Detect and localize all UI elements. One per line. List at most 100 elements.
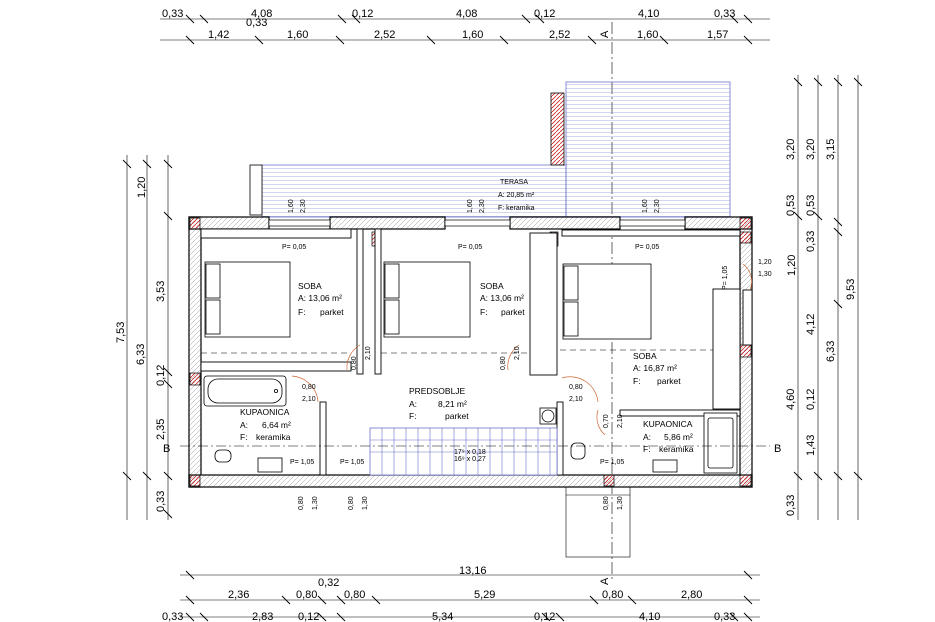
svg-text:0,12: 0,12 <box>298 611 319 622</box>
svg-text:parket: parket <box>320 307 344 317</box>
staircase: 17⁹ x 0,18 16⁹ x 0,27 <box>369 427 558 476</box>
right-dimension-texts: 3,20 0,53 4,60 0,33 1,20 3,20 0,53 0,33 … <box>785 139 857 516</box>
svg-text:1,57: 1,57 <box>707 29 728 41</box>
terrace: TERASA A: 20,85 m² F: keramika <box>249 81 731 218</box>
svg-text:0,33: 0,33 <box>162 8 183 20</box>
svg-text:1,20: 1,20 <box>786 255 798 276</box>
svg-text:F:: F: <box>633 376 641 386</box>
svg-text:KUPAONICA: KUPAONICA <box>240 407 290 417</box>
svg-text:0,80: 0,80 <box>344 589 365 601</box>
svg-text:5,86 m²: 5,86 m² <box>664 432 693 442</box>
svg-text:SOBA: SOBA <box>298 281 322 291</box>
svg-text:0,80: 0,80 <box>500 356 507 370</box>
svg-text:1,42: 1,42 <box>208 29 229 41</box>
svg-text:3,53: 3,53 <box>155 281 167 302</box>
svg-text:2,83: 2,83 <box>252 611 273 622</box>
svg-text:P= 1,05: P= 1,05 <box>600 459 624 466</box>
bed-3 <box>562 263 652 340</box>
svg-text:2,10: 2,10 <box>514 346 521 360</box>
svg-text:0,53: 0,53 <box>785 195 797 216</box>
room-kupaonica-1: KUPAONICA A: 6,64 m² F: keramika <box>240 407 291 442</box>
section-line-b: B B <box>163 443 781 455</box>
svg-text:B: B <box>163 443 170 455</box>
svg-text:0,80: 0,80 <box>351 356 358 370</box>
svg-text:4,60: 4,60 <box>785 389 797 410</box>
svg-text:A: A <box>599 577 611 585</box>
svg-text:17⁹ x 0,18: 17⁹ x 0,18 <box>454 449 486 456</box>
bed-1 <box>204 261 291 338</box>
svg-text:parket: parket <box>501 307 525 317</box>
top-dimension-texts: 0,33 0,33 4,08 0,12 4,08 0,12 4,10 0,33 … <box>162 8 735 41</box>
svg-text:A:: A: <box>643 432 651 442</box>
svg-text:0,80: 0,80 <box>602 589 623 601</box>
svg-text:16⁹ x 0,27: 16⁹ x 0,27 <box>454 456 486 463</box>
svg-text:2,52: 2,52 <box>374 29 395 41</box>
svg-text:F:: F: <box>480 307 488 317</box>
svg-text:0,12: 0,12 <box>352 8 373 20</box>
svg-text:1,20: 1,20 <box>758 259 772 266</box>
top-dimensions <box>160 14 770 45</box>
svg-text:B: B <box>774 443 781 455</box>
inner-walls <box>200 228 753 476</box>
svg-text:0,12: 0,12 <box>534 611 555 622</box>
svg-text:P= 1,05: P= 1,05 <box>290 459 314 466</box>
svg-text:5,34: 5,34 <box>432 611 453 622</box>
svg-text:KUPAONICA: KUPAONICA <box>643 419 693 429</box>
svg-text:1,60: 1,60 <box>462 29 483 41</box>
bed-2 <box>383 261 471 338</box>
svg-text:1,30: 1,30 <box>617 496 624 510</box>
svg-text:4,08: 4,08 <box>251 8 272 20</box>
svg-text:3,20: 3,20 <box>785 139 797 160</box>
top-windows <box>268 219 686 227</box>
svg-text:0,33: 0,33 <box>162 611 183 622</box>
toilets-sinks <box>214 407 678 473</box>
svg-text:P= 0,05: P= 0,05 <box>635 244 659 251</box>
svg-text:A:: A: <box>240 420 248 430</box>
shower <box>703 412 738 474</box>
svg-text:13,16: 13,16 <box>459 565 487 577</box>
room-soba-1: SOBA A: 13,06 m² F: parket <box>298 281 344 317</box>
svg-text:keramika: keramika <box>659 444 694 454</box>
svg-text:P= 1,05: P= 1,05 <box>722 266 729 290</box>
svg-text:A: 13,06 m²: A: 13,06 m² <box>298 293 342 303</box>
svg-text:parket: parket <box>445 411 469 421</box>
room-predsoblje: PREDSOBLJE A: 8,21 m² F: parket <box>409 386 469 421</box>
svg-text:3,15: 3,15 <box>825 139 837 160</box>
svg-text:A: A <box>599 30 611 38</box>
svg-text:P= 0,05: P= 0,05 <box>282 244 306 251</box>
left-dimensions <box>122 155 173 520</box>
svg-text:6,33: 6,33 <box>825 341 837 362</box>
svg-text:2,35: 2,35 <box>155 419 167 440</box>
svg-text:6,64 m²: 6,64 m² <box>262 420 291 430</box>
svg-text:0,53: 0,53 <box>805 195 817 216</box>
svg-text:0,12: 0,12 <box>155 365 167 386</box>
svg-text:2,10: 2,10 <box>617 414 624 428</box>
room-soba-3: SOBA A: 16,87 m² F: parket <box>633 351 681 386</box>
svg-text:F:: F: <box>298 307 306 317</box>
entrance-steps <box>565 486 631 558</box>
svg-text:6,33: 6,33 <box>135 344 147 365</box>
svg-text:4,12: 4,12 <box>805 314 817 335</box>
svg-text:1,30: 1,30 <box>362 496 369 510</box>
svg-text:4,10: 4,10 <box>639 611 660 622</box>
svg-text:5,29: 5,29 <box>474 589 495 601</box>
svg-text:TERASA: TERASA <box>500 179 528 186</box>
svg-text:4,10: 4,10 <box>638 8 659 20</box>
bottom-dimension-texts: 13,16 2,36 0,32 0,80 0,80 5,29 0,80 2,80… <box>162 565 735 622</box>
svg-text:0,80: 0,80 <box>298 496 305 510</box>
svg-text:1,20: 1,20 <box>136 177 148 198</box>
svg-text:F:: F: <box>240 432 248 442</box>
svg-text:P= 1,05: P= 1,05 <box>340 459 364 466</box>
left-dimension-texts: 7,53 6,33 1,20 3,53 0,12 2,35 0,33 <box>115 177 167 512</box>
svg-text:7,53: 7,53 <box>115 322 127 343</box>
svg-text:parket: parket <box>657 376 681 386</box>
svg-text:0,12: 0,12 <box>534 8 555 20</box>
svg-text:2,30: 2,30 <box>300 199 307 213</box>
svg-text:2,10: 2,10 <box>569 396 583 403</box>
svg-text:1,43: 1,43 <box>805 435 817 456</box>
svg-text:A: 16,87 m²: A: 16,87 m² <box>633 363 677 373</box>
svg-text:A: 20,85 m²: A: 20,85 m² <box>498 192 535 199</box>
svg-text:F: keramika: F: keramika <box>498 205 535 212</box>
svg-text:SOBA: SOBA <box>633 351 657 361</box>
